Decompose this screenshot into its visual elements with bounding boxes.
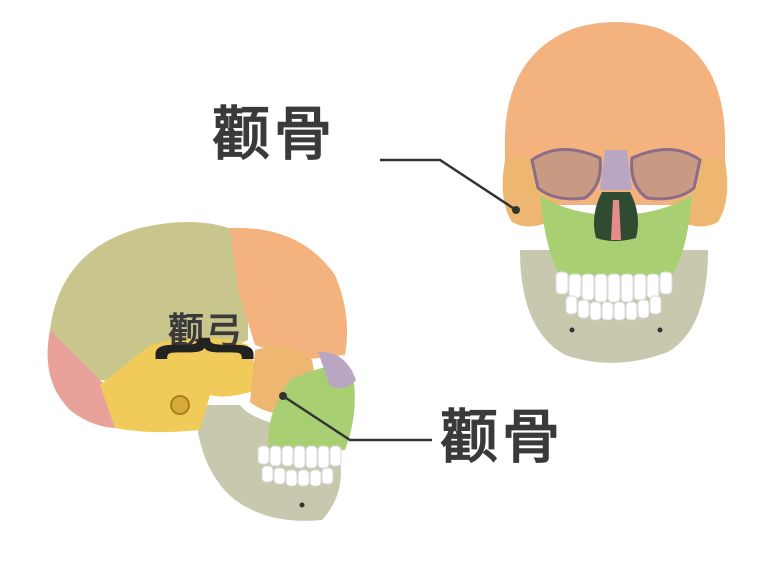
lateral-occipital-bone	[47, 330, 125, 429]
lateral-nasal-bone	[318, 351, 356, 388]
front-mental-foramen-right	[657, 327, 663, 333]
front-upper-teeth	[555, 271, 673, 303]
lateral-skull	[47, 221, 356, 521]
front-skull	[502, 22, 728, 363]
lateral-maxilla	[268, 366, 355, 455]
zygomatic-arch-brace: {	[147, 332, 272, 365]
lateral-mental-foramen	[299, 502, 305, 508]
lateral-frontal-bone	[230, 227, 348, 360]
front-mental-foramen-left	[569, 327, 575, 333]
label-lateral-zygomatic: 颧骨	[440, 403, 565, 471]
front-lower-teeth	[565, 295, 662, 321]
front-orbit-right	[630, 148, 702, 201]
lateral-ear-canal	[170, 395, 190, 415]
lateral-lower-teeth	[261, 465, 334, 487]
lateral-temporal-bone	[100, 337, 262, 433]
leader-line-frontal	[380, 158, 517, 212]
label-frontal-zygomatic: 颧骨	[212, 100, 337, 168]
front-nasal-bridge	[600, 150, 632, 190]
lateral-upper-teeth	[257, 445, 342, 469]
front-orbit-left	[530, 148, 602, 201]
label-zygomatic-arch: 颧弓	[168, 311, 245, 352]
front-nasal-septum	[611, 200, 621, 240]
leader-line-lateral	[282, 394, 432, 442]
